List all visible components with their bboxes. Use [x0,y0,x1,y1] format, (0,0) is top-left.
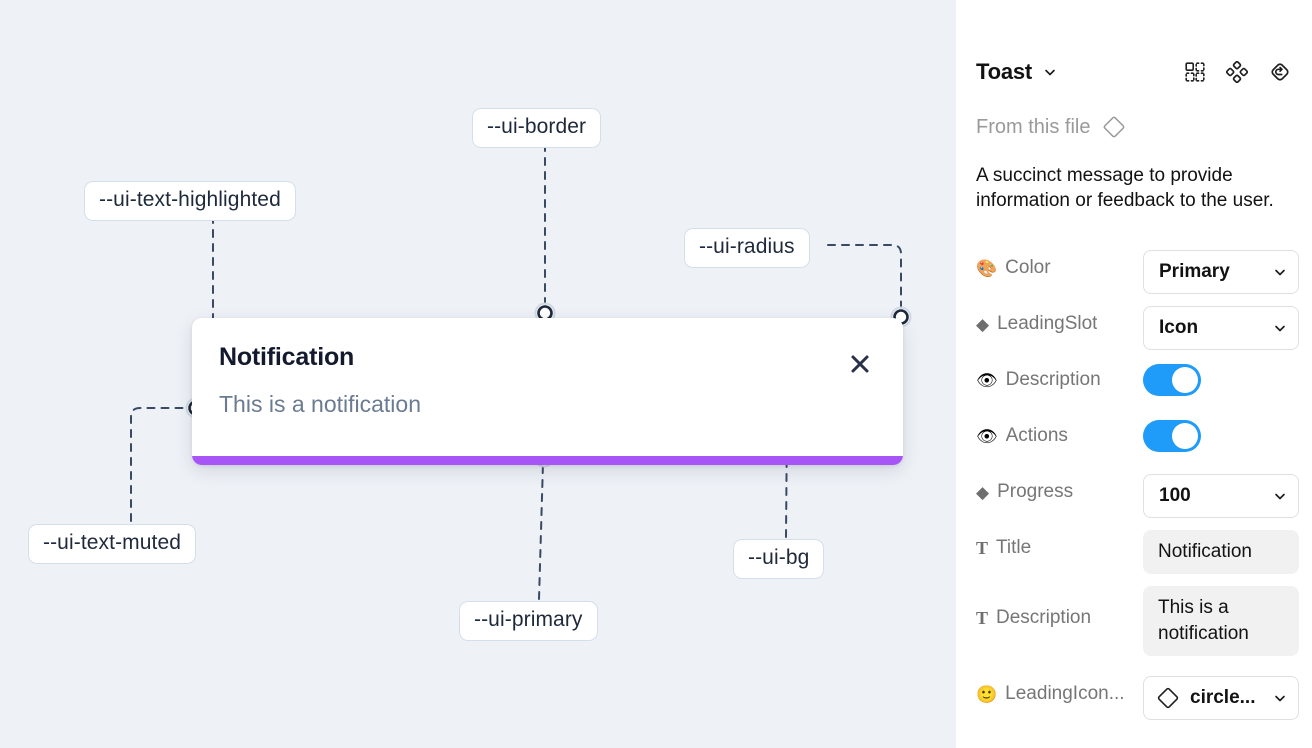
annotation-ui-text-muted[interactable]: --ui-text-muted [28,524,197,565]
annotation-ui-radius[interactable]: --ui-radius [684,228,810,269]
text-icon: T [976,608,989,628]
component-variant-icon[interactable] [1184,61,1206,83]
chevron-down-icon [1267,321,1287,335]
select-value: 100 [1159,485,1191,506]
select-value: Primary [1159,261,1230,282]
component-description: A succinct message to provide informatio… [976,165,1274,212]
property-label: LeadingSlot [997,313,1098,334]
property-row-progress: ◆ Progress 100 [956,468,1312,524]
property-row-leadingicon: 🙂 LeadingIcon... circle... [956,670,1312,726]
property-label-group: 🙂 LeadingIcon... [976,670,1143,705]
toast-component[interactable]: Notification This is a notification [192,318,903,465]
description-field[interactable]: This is a notification [1143,586,1299,657]
property-control [1143,356,1292,396]
panel-header-icons [1184,60,1292,84]
color-select[interactable]: Primary [1143,250,1299,294]
chevron-down-icon [1267,265,1287,279]
chevron-down-icon [1267,489,1287,503]
property-label: Color [1005,257,1051,278]
toast-description: This is a notification [219,391,421,417]
property-label-group: 👁 Description [976,356,1143,391]
property-label-group: T Description [976,580,1143,629]
design-canvas[interactable]: Notification This is a notification --ui… [0,0,956,748]
property-row-title: T Title Notification [956,524,1312,580]
title-field[interactable]: Notification [1143,530,1299,575]
property-label-group: T Title [976,524,1143,559]
panel-header: Toast [956,48,1312,96]
annotation-ui-bg[interactable]: --ui-bg [733,539,825,580]
chevron-down-icon[interactable] [1043,65,1057,79]
field-value: Notification [1158,541,1252,562]
close-icon[interactable] [847,351,873,377]
component-diamond-icon [1155,685,1181,711]
from-this-file-label: From this file [976,115,1091,138]
select-value: Icon [1159,317,1199,338]
property-label-group: 👁 Actions [976,412,1143,447]
component-set-icon[interactable] [1226,61,1248,83]
property-label: Progress [997,481,1074,502]
annotation-ui-primary[interactable]: --ui-primary [459,601,598,642]
toggle-knob [1172,423,1198,449]
property-control: Primary [1143,244,1299,294]
property-list: 🎨 Color Primary ◆ L [956,244,1312,726]
property-control [1143,412,1292,452]
text-icon: T [976,538,989,558]
property-row-description-text: T Description This is a notification [956,580,1312,657]
field-value: This is a notification [1158,597,1249,645]
property-label-group: ◆ Progress [976,468,1143,503]
palette-icon: 🎨 [976,258,998,278]
properties-panel: Toast [956,0,1312,748]
from-this-file-row: From this file [976,114,1127,140]
property-label-group: 🎨 Color [976,244,1143,279]
progress-select[interactable]: 100 [1143,474,1299,518]
leadingicon-select[interactable]: circle... [1143,676,1299,721]
property-row-color: 🎨 Color Primary [956,244,1312,300]
property-control: 100 [1143,468,1299,518]
toast-title: Notification [219,343,355,371]
property-row-actions-toggle: 👁 Actions [956,412,1312,468]
annotation-ui-text-highlighted[interactable]: --ui-text-highlighted [84,181,296,222]
property-control: circle... [1143,670,1299,721]
property-control: Notification [1143,524,1299,575]
property-label: Description [1005,369,1101,390]
chevron-down-icon [1267,691,1287,705]
diamond-icon: ◆ [976,314,990,334]
eye-icon: 👁 [976,426,998,446]
property-label: Actions [1005,425,1068,446]
property-control: This is a notification [1143,580,1299,657]
toggle-knob [1172,367,1198,393]
panel-title: Toast [976,59,1033,84]
smiley-icon: 🙂 [976,684,998,704]
description-toggle[interactable] [1143,364,1201,396]
actions-toggle[interactable] [1143,420,1201,452]
reset-instance-icon[interactable] [1268,60,1292,84]
property-label-group: ◆ LeadingSlot [976,300,1143,335]
property-row-description-toggle: 👁 Description [956,356,1312,412]
property-label: Title [996,537,1032,558]
component-diamond-icon [1101,114,1127,140]
property-label: LeadingIcon... [1005,683,1125,705]
property-control: Icon [1143,300,1299,350]
property-label: Description [996,607,1092,628]
toast-progress-bar [192,456,903,465]
annotation-ui-border[interactable]: --ui-border [472,108,602,149]
eye-icon: 👁 [976,370,998,390]
property-row-leadingslot: ◆ LeadingSlot Icon [956,300,1312,356]
leadingslot-select[interactable]: Icon [1143,306,1299,350]
select-value: circle... [1190,687,1256,709]
diamond-icon: ◆ [976,482,990,502]
